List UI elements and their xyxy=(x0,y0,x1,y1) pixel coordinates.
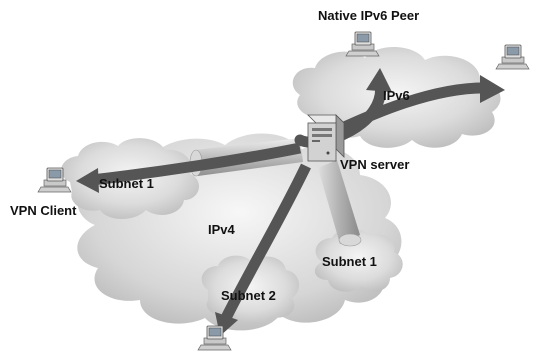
vpn-server-label: VPN server xyxy=(340,157,410,172)
ipv4-label: IPv4 xyxy=(208,222,235,237)
subnet1-left-label: Subnet 1 xyxy=(99,176,154,191)
vpn-server-icon xyxy=(307,114,345,162)
vpn-tunnel-right xyxy=(318,160,362,247)
remote-pc-icon xyxy=(495,44,530,70)
ipv6-label: IPv6 xyxy=(383,88,410,103)
native-ipv6-peer-label: Native IPv6 Peer xyxy=(318,8,420,23)
vpn-client-label: VPN Client xyxy=(10,203,77,218)
vpn-client-arrow xyxy=(76,142,302,193)
subnet2-label: Subnet 2 xyxy=(221,288,276,303)
subnet1-right-cloud xyxy=(314,228,403,292)
native-ipv6-peer-pc-icon xyxy=(345,31,380,57)
subnet1-right-label: Subnet 1 xyxy=(322,254,377,269)
